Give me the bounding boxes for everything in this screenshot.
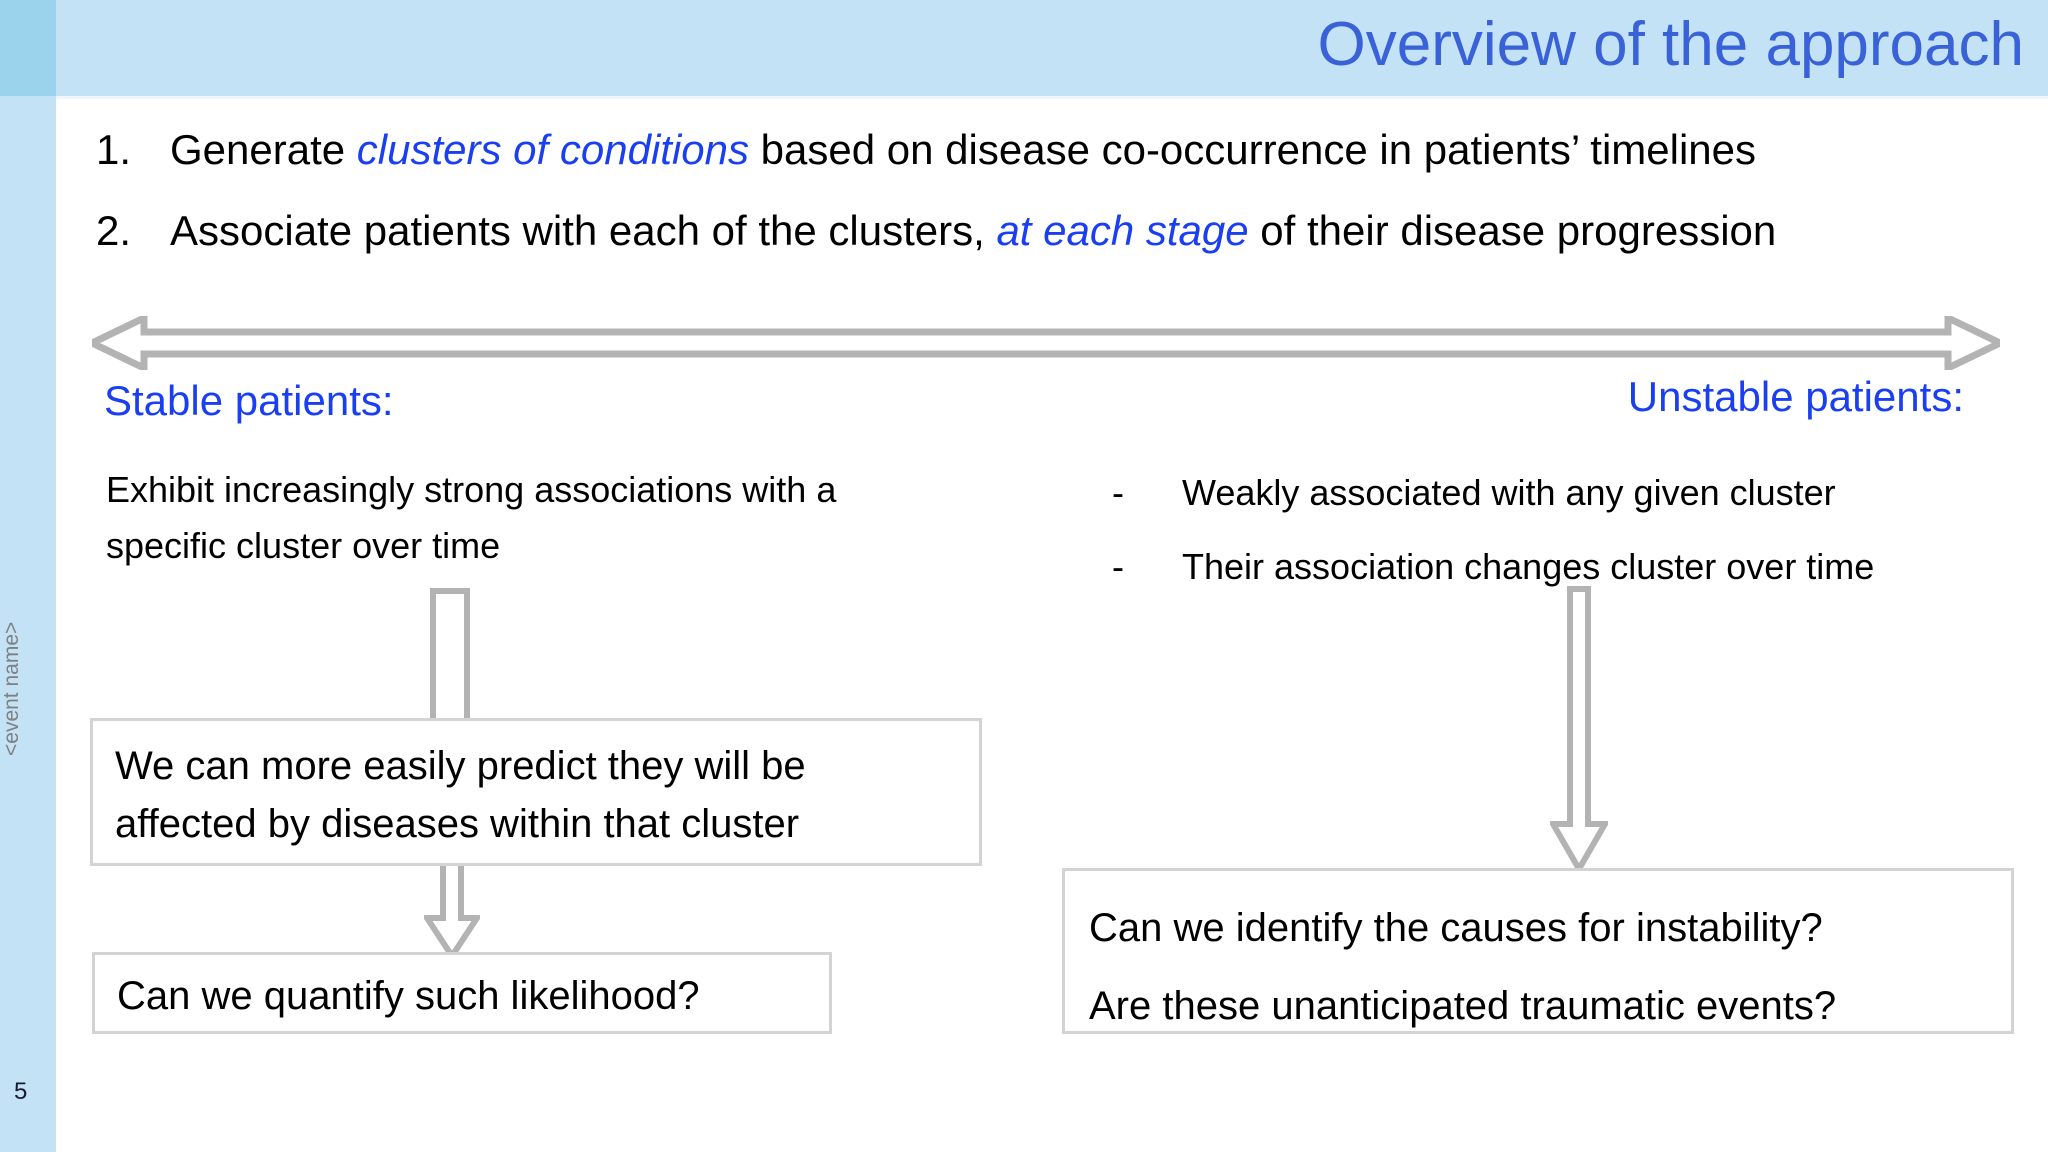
event-name-label: <event name> — [0, 622, 24, 756]
list-item-number: 2. — [96, 207, 132, 254]
list-item-text-after: of their disease progression — [1248, 207, 1777, 254]
bullet-dash-marker: - — [1112, 546, 1124, 587]
down-arrow-icon — [430, 588, 470, 722]
callout-box-quantify: Can we quantify such likelihood? — [92, 952, 832, 1034]
list-item-text-before: Associate patients with each of the clus… — [170, 207, 997, 254]
down-arrow-icon — [1550, 586, 1608, 872]
list-item: - Weakly associated with any given clust… — [1112, 468, 2032, 518]
list-item: - Their association changes cluster over… — [1112, 542, 2032, 592]
down-arrow-icon — [424, 862, 480, 958]
page-number: 5 — [14, 1078, 28, 1105]
callout-line: Are these unanticipated traumatic events… — [1089, 984, 1837, 1028]
callout-box-predict: We can more easily predict they will be … — [90, 718, 982, 866]
callout-line: Can we identify the causes for instabili… — [1089, 906, 1823, 950]
bullet-text: Weakly associated with any given cluster — [1182, 472, 1836, 513]
unstable-patients-heading: Unstable patients: — [1627, 373, 1964, 420]
stable-patients-heading: Stable patients: — [104, 377, 394, 424]
double-headed-arrow-icon — [92, 316, 2000, 370]
page-title: Overview of the approach — [1317, 10, 2025, 79]
list-item-text-after: based on disease co-occurrence in patien… — [749, 126, 1756, 173]
list-item-emphasis: clusters of conditions — [356, 126, 749, 173]
header-corner-accent — [0, 0, 56, 96]
callout-box-instability: Can we identify the causes for instabili… — [1062, 868, 2014, 1034]
callout-line: We can more easily predict they will be — [115, 744, 806, 788]
sidebar-band — [0, 96, 56, 1152]
list-item-emphasis: at each stage — [996, 207, 1249, 254]
callout-line: affected by diseases within that cluster — [115, 802, 800, 846]
header-band — [0, 0, 2048, 96]
bullet-text: Their association changes cluster over t… — [1182, 546, 1875, 587]
stable-patients-description: Exhibit increasingly strong associations… — [106, 469, 837, 566]
list-item: 1. Generate clusters of conditions based … — [96, 126, 1756, 174]
unstable-patients-bullet-list: - Weakly associated with any given clust… — [1112, 468, 2032, 616]
header-underline — [56, 96, 2048, 99]
callout-line: Can we quantify such likelihood? — [117, 974, 700, 1018]
list-item-number: 1. — [96, 126, 132, 173]
list-item-text-before: Generate — [170, 126, 357, 173]
list-item: 2. Associate patients with each of the cl… — [96, 207, 1776, 255]
bullet-dash-marker: - — [1112, 472, 1124, 513]
